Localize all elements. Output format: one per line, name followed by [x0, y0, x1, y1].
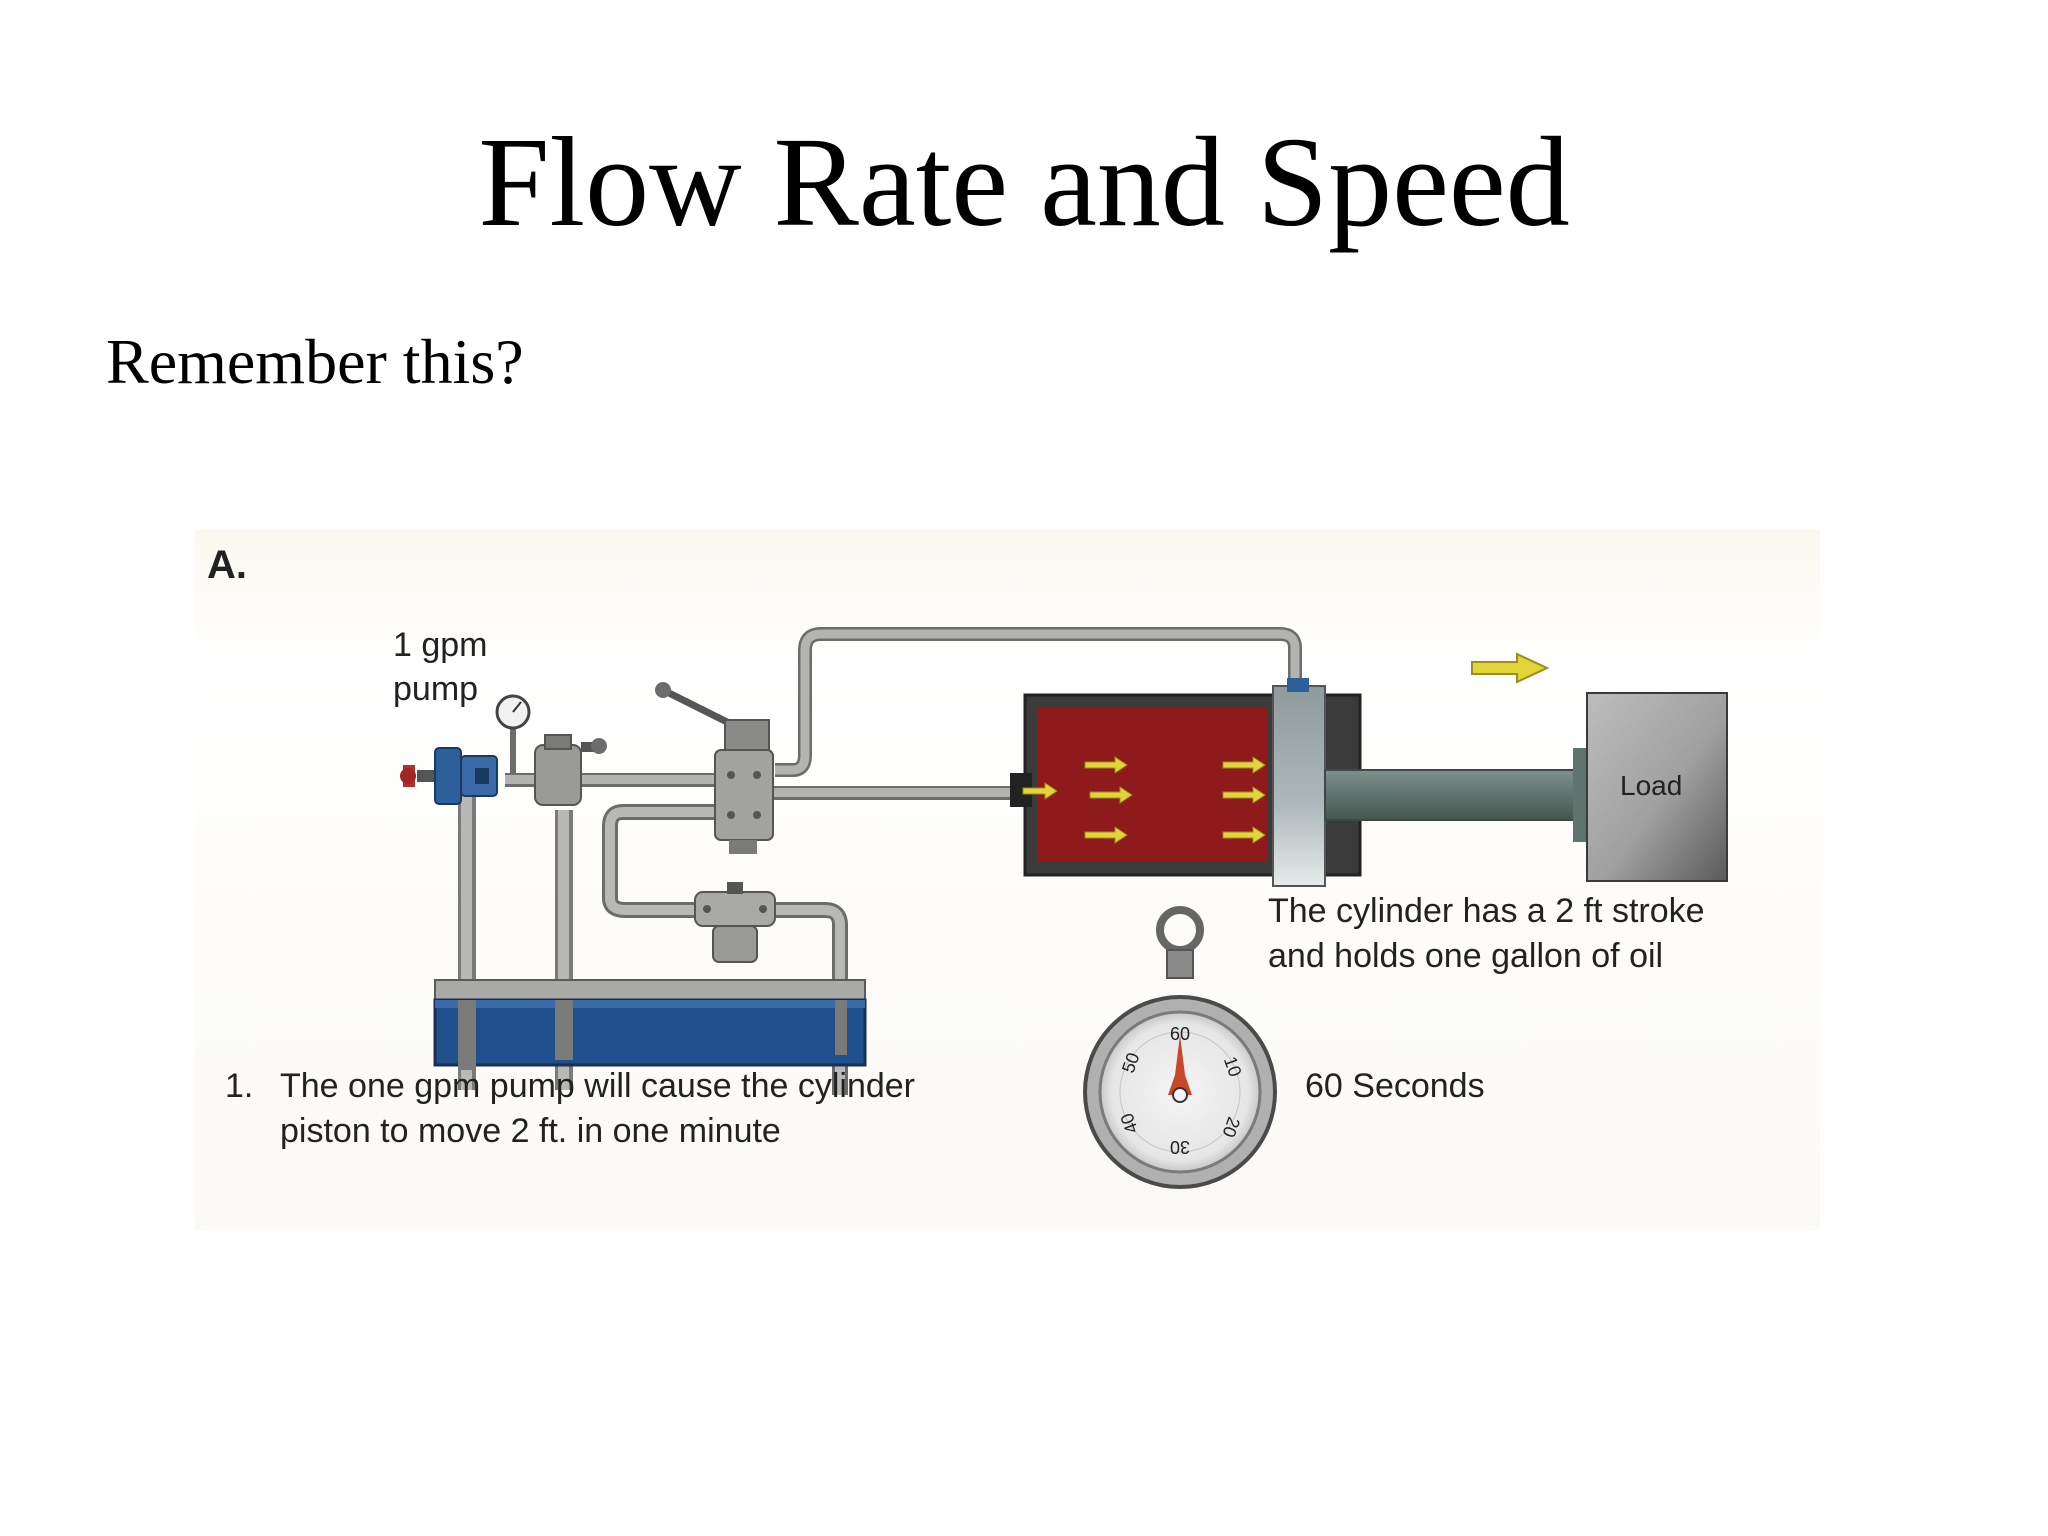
timer-label: 60 Seconds — [1305, 1067, 1485, 1105]
slide-subtitle: Remember this? — [106, 326, 524, 397]
load-label: Load — [1620, 770, 1682, 801]
directional-valve — [655, 682, 774, 854]
caption-line1: The one gpm pump will cause the cylinder — [280, 1067, 915, 1105]
pump — [400, 747, 498, 805]
caption-line2: piston to move 2 ft. in one minute — [280, 1112, 781, 1150]
panel-label: A. — [207, 543, 247, 587]
hydraulic-diagram-svg: A. 1 gpm pump — [207, 543, 1728, 1189]
pump-label-line1: 1 gpm — [393, 626, 488, 664]
cylinder-piston — [1272, 685, 1326, 887]
stopwatch: 60 10 20 30 40 50 — [1083, 906, 1277, 1189]
slide-title: Flow Rate and Speed — [478, 111, 1570, 253]
stopwatch-tick-60: 60 — [1170, 1024, 1190, 1044]
stopwatch-needle — [1168, 1035, 1192, 1095]
relief-valve — [534, 734, 607, 806]
flow-arrows — [1022, 756, 1266, 844]
motion-direction-arrow — [1471, 652, 1550, 684]
pump-label-line2: pump — [393, 670, 478, 708]
hydraulic-cylinder — [1010, 678, 1587, 887]
pressure-gauge — [495, 694, 531, 775]
cylinder-note-line2: and holds one gallon of oil — [1268, 937, 1663, 975]
cylinder-rod — [1324, 769, 1576, 821]
caption-number: 1. — [225, 1067, 253, 1105]
stopwatch-tick-30: 30 — [1170, 1137, 1190, 1157]
filter — [694, 882, 776, 963]
hydraulic-diagram: A. 1 gpm pump — [195, 530, 1820, 1230]
reservoir-tank — [433, 979, 867, 1070]
cylinder-note-line1: The cylinder has a 2 ft stroke — [1268, 892, 1705, 930]
load-block — [1586, 692, 1728, 882]
